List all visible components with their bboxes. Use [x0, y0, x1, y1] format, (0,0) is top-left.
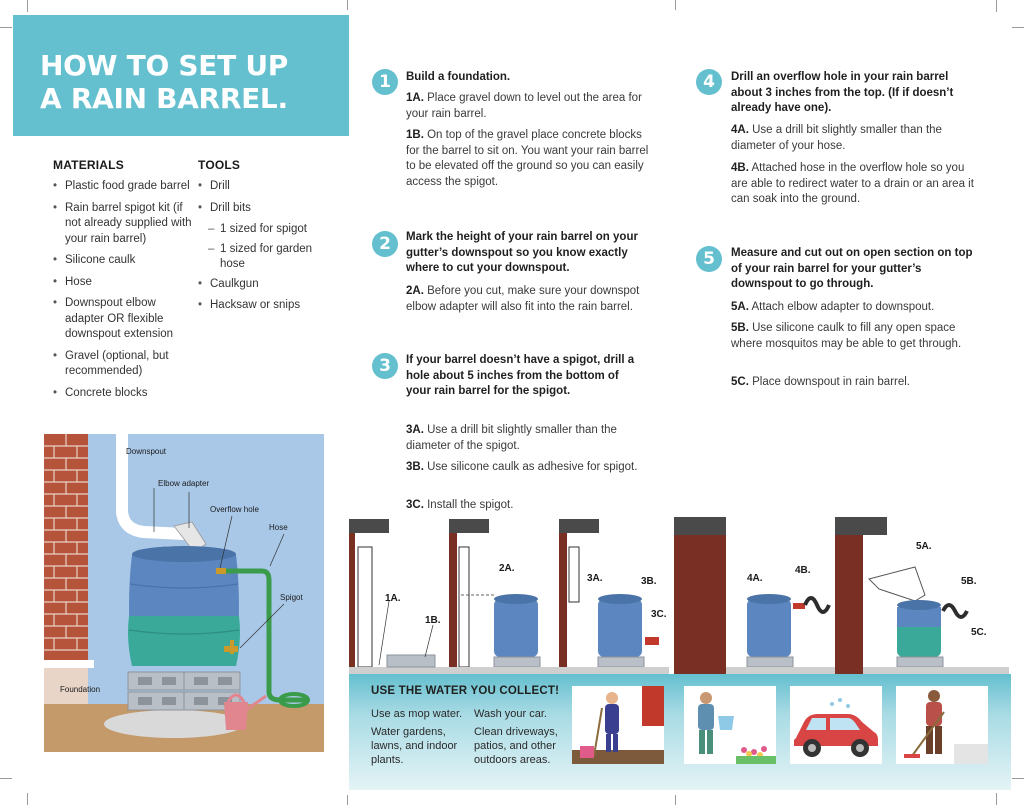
list-item: Plastic food grade barrel — [53, 179, 193, 195]
crop-mark — [996, 793, 997, 805]
list-item: Rain barrel spigot kit (if not already s… — [53, 201, 193, 248]
crop-mark — [996, 0, 997, 12]
step-title-5: Measure and cut out on open section on t… — [731, 247, 973, 290]
list-item: Hose — [53, 275, 193, 291]
fold-mark — [347, 795, 348, 805]
step-number-4: 4 — [696, 69, 722, 95]
list-subitem: 1 sized for spigot — [198, 222, 338, 238]
substep-3a: 3A. Use a drill bit slightly smaller tha… — [406, 424, 617, 452]
label-overflow-hole: Overflow hole — [210, 505, 259, 514]
panel-step-3 — [559, 519, 669, 674]
substep-5c: 5C. Place downspout in rain barrel. — [731, 376, 911, 388]
mopping-illustration — [572, 686, 664, 764]
list-subitem: 1 sized for garden hose — [198, 242, 338, 273]
watering-plants-illustration — [684, 686, 776, 764]
step-title-2: Mark the height of your rain barrel on y… — [406, 231, 638, 274]
substep-2a: 2A. Before you cut, make sure your downs… — [406, 285, 640, 313]
title-line-1: HOW TO SET UP — [40, 49, 289, 82]
crop-mark — [0, 27, 12, 28]
substep-3b: 3B. Use silicone caulk as adhesive for s… — [406, 461, 638, 473]
tools-heading: TOOLS — [198, 158, 241, 172]
strip-label-5b: 5B. — [961, 576, 977, 587]
label-hose: Hose — [269, 523, 288, 532]
page-title: HOW TO SET UP A RAIN BARREL. — [40, 49, 340, 115]
list-item: Silicone caulk — [53, 253, 193, 269]
label-spigot: Spigot — [280, 593, 303, 602]
list-item: Concrete blocks — [53, 386, 193, 402]
tools-list: Drill Drill bits 1 sized for spigot 1 si… — [198, 179, 338, 320]
sweeping-illustration — [896, 686, 988, 764]
list-item: Drill — [198, 179, 338, 195]
substep-4a: 4A. Use a drill bit slightly smaller tha… — [731, 124, 942, 152]
crop-mark — [27, 793, 28, 805]
crop-mark — [1012, 27, 1024, 28]
strip-label-3a: 3A. — [587, 573, 603, 584]
fold-mark — [675, 795, 676, 805]
list-item: Downspout elbow adapter OR flexible down… — [53, 296, 193, 343]
use-item-mop-water: Use as mop water. — [371, 708, 463, 720]
label-downspout: Downspout — [126, 447, 167, 456]
fold-mark — [347, 0, 348, 10]
panel-step-4 — [674, 517, 836, 674]
strip-label-1b: 1B. — [425, 615, 441, 626]
use-water-title: USE THE WATER YOU COLLECT! — [371, 685, 560, 697]
rain-barrel-diagram: Downspout Elbow adapter Overflow hole Ho… — [44, 434, 324, 752]
step-number-2: 2 — [372, 231, 398, 257]
strip-label-2a: 2A. — [499, 563, 515, 574]
label-elbow-adapter: Elbow adapter — [158, 479, 209, 488]
list-item: Caulkgun — [198, 277, 338, 293]
label-foundation: Foundation — [60, 685, 100, 694]
step-title-1: Build a foundation. — [406, 71, 511, 83]
fold-mark — [675, 0, 676, 10]
panel-step-5 — [835, 517, 1009, 674]
crop-mark — [27, 0, 28, 12]
use-item-wash-car: Wash your car. — [474, 708, 547, 720]
step-illustration-strip: 1A. 1B. 2A. 3A. 3B. 3C. 4A. 4B. 5A. 5B. … — [349, 517, 1024, 674]
step-number-3: 3 — [372, 353, 398, 379]
strip-label-3b: 3B. — [641, 576, 657, 587]
strip-label-5c: 5C. — [971, 627, 987, 638]
materials-list: Plastic food grade barrel Rain barrel sp… — [53, 179, 193, 407]
crop-mark — [1012, 778, 1024, 779]
substep-5b: 5B. Use silicone caulk to fill any open … — [731, 322, 962, 350]
car-wash-illustration — [790, 686, 882, 764]
use-item-gardens: Water gardens, lawns, and indoor plants. — [371, 726, 458, 766]
crop-mark — [0, 778, 12, 779]
panel-step-1 — [349, 519, 449, 674]
title-banner — [13, 15, 349, 136]
substep-4b: 4B. Attached hose in the overflow hole s… — [731, 162, 974, 205]
strip-label-5a: 5A. — [916, 541, 932, 552]
step-title-3: If your barrel doesn’t have a spigot, dr… — [406, 354, 635, 397]
substep-5a: 5A. Attach elbow adapter to downspout. — [731, 301, 935, 313]
use-item-driveways: Clean driveways, patios, and other outdo… — [474, 726, 558, 766]
panel-step-2 — [449, 519, 559, 674]
step-number-1: 1 — [372, 69, 398, 95]
list-item: Drill bits — [198, 201, 338, 217]
list-item: Hacksaw or snips — [198, 298, 338, 314]
strip-label-3c: 3C. — [651, 609, 667, 620]
materials-heading: MATERIALS — [53, 158, 124, 172]
strip-label-4b: 4B. — [795, 565, 811, 576]
step-number-5: 5 — [696, 246, 722, 272]
list-item: Gravel (optional, but recommended) — [53, 349, 193, 380]
substep-1b: 1B. On top of the gravel place concrete … — [406, 129, 649, 188]
title-line-2: A RAIN BARREL. — [40, 82, 288, 115]
substep-1a: 1A. Place gravel down to level out the a… — [406, 92, 642, 120]
strip-label-1a: 1A. — [385, 593, 401, 604]
substep-3c: 3C. Install the spigot. — [406, 499, 514, 511]
step-title-4: Drill an overflow hole in your rain barr… — [731, 71, 954, 114]
strip-label-4a: 4A. — [747, 573, 763, 584]
